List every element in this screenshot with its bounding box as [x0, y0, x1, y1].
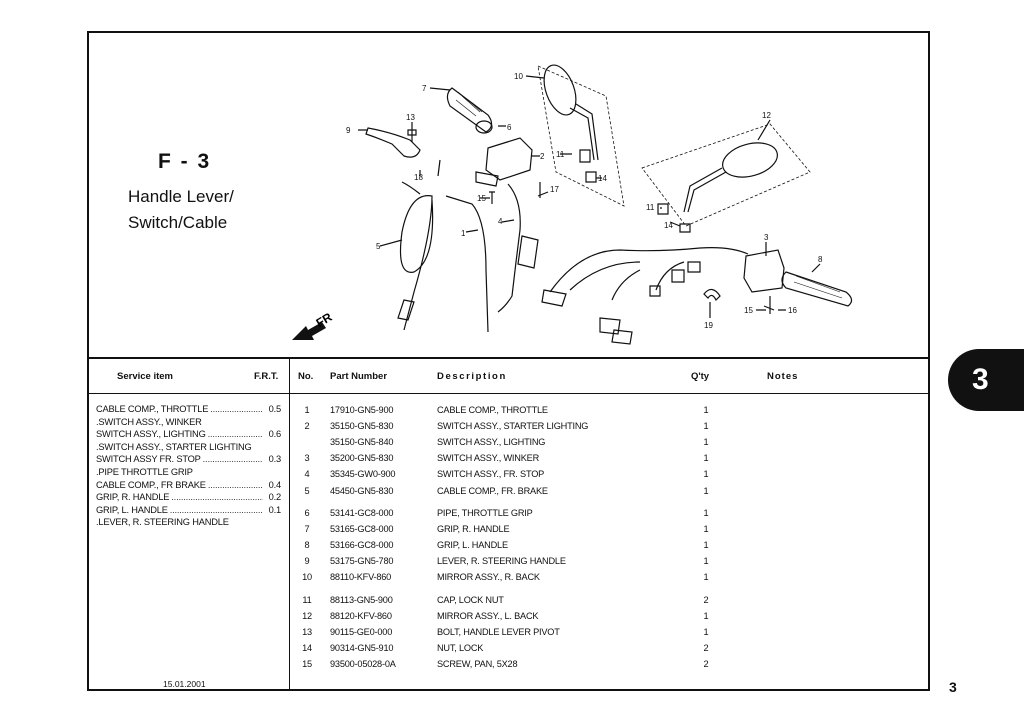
service-item: .SWITCH ASSY., WINKER: [96, 416, 202, 427]
throttle-grip-shape: [446, 87, 493, 133]
callout-16: 16: [788, 306, 797, 315]
service-item: .PIPE THROTTLE GRIP: [96, 466, 193, 477]
callout-15a: 15: [477, 194, 486, 203]
stop-switch-cable: [497, 183, 521, 313]
callout-8: 8: [818, 255, 823, 264]
service-item: GRIP, R. HANDLE0.2: [96, 491, 281, 504]
col-header-qty: Q'ty: [691, 371, 710, 382]
table-column-divider: [289, 357, 290, 690]
front-direction-arrow: FR: [292, 310, 335, 340]
callout-19: 19: [704, 321, 713, 330]
section-tab-number: 3: [972, 363, 989, 396]
service-item: SWITCH ASSY., LIGHTING0.6: [96, 428, 281, 441]
revision-date: 15.01.2001: [163, 679, 206, 689]
col-header-no: No.: [298, 371, 314, 382]
callout-14b: 14: [664, 221, 673, 230]
figure-code: F - 3: [158, 150, 212, 173]
callout-15b: 15: [744, 306, 753, 315]
figure-title: Handle Lever/ Switch/Cable: [128, 184, 288, 236]
callout-17: 17: [550, 185, 559, 194]
service-item: CABLE COMP., THROTTLE0.5: [96, 403, 281, 416]
left-mirror-head: [722, 142, 778, 178]
figure-title-line-1: Handle Lever/: [128, 187, 234, 206]
callout-12: 12: [762, 111, 771, 120]
right-switch-housing: [485, 137, 533, 181]
page-number: 3: [949, 679, 957, 695]
throttle-cable: [445, 195, 489, 333]
callout-7: 7: [422, 84, 427, 93]
callout-13: 13: [406, 113, 415, 122]
right-mirror-head: [543, 64, 577, 116]
throttle-pipe-shape: [475, 120, 493, 134]
right-mirror-group-box: [537, 65, 625, 207]
service-item: .LEVER, R. STEERING HANDLE: [96, 517, 229, 528]
wiring-harness: [549, 247, 749, 301]
left-mirror-group-box: [641, 123, 811, 227]
col-header-part-number: Part Number: [330, 371, 388, 382]
service-items-list: CABLE COMP., THROTTLE0.5 .SWITCH ASSY., …: [96, 403, 281, 529]
brake-lever-shape: [365, 127, 421, 158]
callout-5: 5: [376, 242, 381, 251]
section-tab: 3: [948, 349, 1024, 411]
callout-6: 6: [507, 123, 512, 132]
callout-4: 4: [498, 217, 503, 226]
service-item: GRIP, L. HANDLE0.1: [96, 504, 281, 517]
callout-labels: 7 10 13 9 6 2 11 14 12 18 15 17 11 14 4 …: [346, 72, 823, 330]
service-item: SWITCH ASSY FR. STOP0.3: [96, 453, 281, 466]
table-top-rule: [88, 357, 929, 359]
service-item: .SWITCH ASSY., STARTER LIGHTING: [96, 441, 252, 452]
col-header-frt: F.R.T.: [254, 371, 279, 382]
callout-11b: 11: [646, 203, 655, 212]
callout-10: 10: [514, 72, 523, 81]
callout-11a: 11: [556, 150, 565, 159]
col-header-description: Description: [437, 371, 507, 382]
callout-18: 18: [414, 173, 423, 182]
callout-9: 9: [346, 126, 351, 135]
service-item: CABLE COMP., FR BRAKE0.4: [96, 479, 281, 492]
table-header-rule: [88, 393, 929, 394]
callout-1: 1: [461, 229, 466, 238]
left-grip-shape: [781, 271, 853, 307]
col-header-service-item: Service item: [117, 371, 173, 382]
winker-switch-housing: [743, 249, 785, 293]
col-header-notes: Notes: [767, 371, 799, 382]
figure-title-line-2: Switch/Cable: [128, 213, 228, 232]
exploded-parts-diagram: 7 10 13 9 6 2 11 14 12 18 15 17 11 14 4 …: [346, 64, 853, 345]
callout-2: 2: [540, 152, 545, 161]
callout-3: 3: [764, 233, 769, 242]
brake-cable-loop: [399, 195, 434, 331]
page-frame: [87, 31, 930, 691]
callout-14a: 14: [598, 174, 607, 183]
